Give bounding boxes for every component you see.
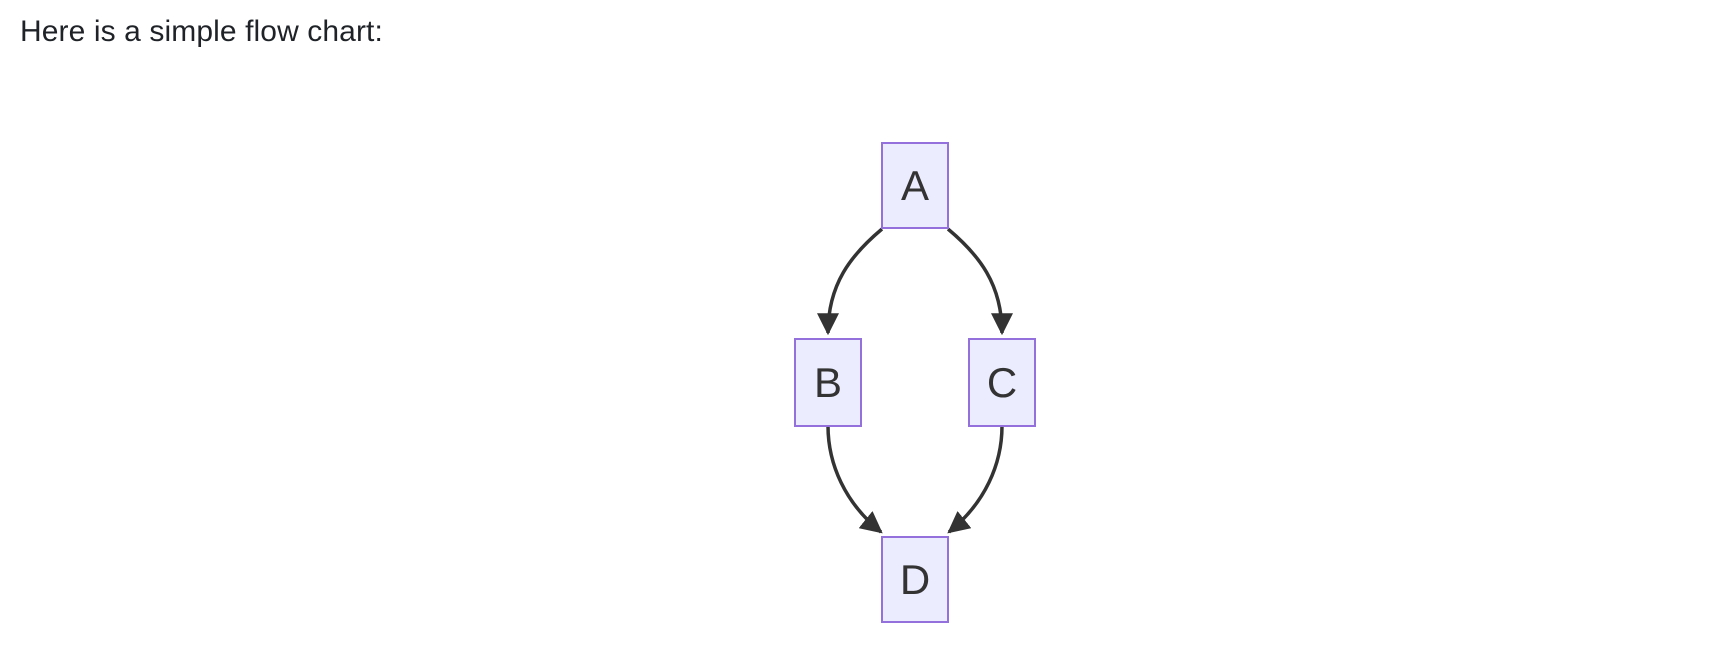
flow-edge-A-B <box>817 227 884 336</box>
flow-node-A: A <box>881 142 949 229</box>
flow-node-label-C: C <box>987 359 1017 406</box>
flow-node-B: B <box>794 338 862 427</box>
flow-node-rect-D <box>881 536 949 623</box>
flow-edge-C-D <box>947 425 1004 534</box>
message-text: Here is a simple flow chart: <box>20 15 383 48</box>
flow-node-label-D: D <box>900 556 930 603</box>
flow-node-label-B: B <box>814 359 842 406</box>
flow-edge-B-D <box>826 425 883 534</box>
flow-node-rect-C <box>968 338 1036 427</box>
flow-node-label-A: A <box>901 162 929 209</box>
flow-edge-A-C <box>946 227 1013 336</box>
flow-node-D: D <box>881 536 949 623</box>
flow-node-rect-B <box>794 338 862 427</box>
flow-node-C: C <box>968 338 1036 427</box>
flow-node-rect-A <box>881 142 949 229</box>
